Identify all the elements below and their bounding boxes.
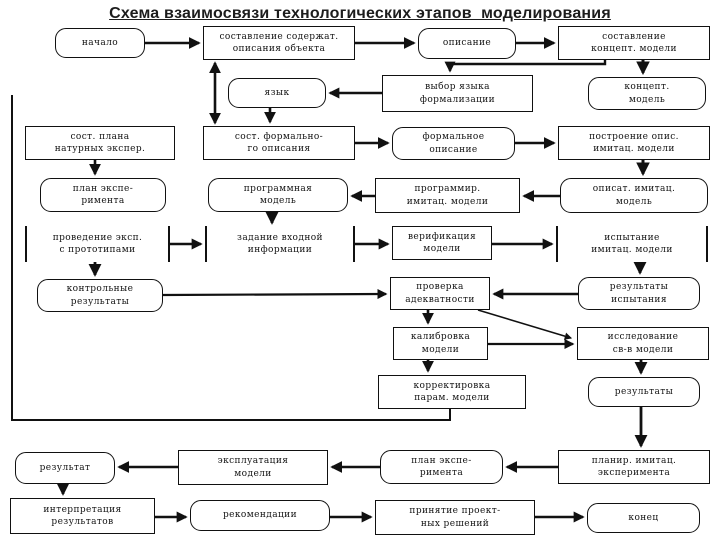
node-postroenie: построение опис. имитац. модели (558, 126, 710, 160)
node-opisat-imitats: описат. имитац. модель (560, 178, 708, 213)
node-sost-kontsept: составление концепт. модели (558, 26, 710, 60)
node-zadanie: задание входной информации (205, 226, 355, 262)
node-ekspluatatsiya: эксплуатация модели (178, 450, 328, 485)
node-kalibrovka: калибровка модели (393, 327, 488, 360)
node-programmnaya-model: программная модель (208, 178, 348, 212)
node-sost-soderzh: составление содержат. описания объекта (203, 26, 355, 60)
node-issledovanie: исследование св-в модели (577, 327, 709, 360)
feedback-korrektirovka-line (11, 95, 451, 421)
node-interpretatsiya: интерпретация результатов (10, 498, 155, 534)
node-sost-formalnogo: сост. формально- го описания (203, 126, 355, 160)
node-verifikatsiya: верификация модели (392, 226, 492, 260)
node-programmir: программир. имитац. модели (375, 178, 520, 213)
node-formalnoe-opisanie: формальное описание (392, 127, 515, 160)
node-sost-plana: сост. плана натурных экспер. (25, 126, 175, 160)
node-korrektirovka: корректировка парам. модели (378, 375, 526, 409)
node-provedenie: проведение эксп. с прототипами (25, 226, 170, 262)
arrow-kontrolnye-to-proverka (162, 288, 388, 300)
node-kontrolnye: контрольные результаты (37, 279, 163, 312)
node-proverka: проверка адекватности (390, 277, 490, 310)
node-rezultat: результат (15, 452, 115, 484)
page-title: Схема взаимосвязи технологических этапов… (109, 5, 611, 22)
node-opisanie: описание (418, 28, 516, 59)
node-planir: планир. имитац. эксперимента (558, 450, 710, 484)
node-yazyk: язык (228, 78, 326, 108)
node-prinyatie: принятие проект- ных решений (375, 500, 535, 535)
node-plan-experimenta-1: план экспе- римента (40, 178, 166, 212)
node-vybor-yazyka: выбор языка формализации (382, 75, 533, 112)
node-nachalo: начало (55, 28, 145, 58)
node-ispytanie: испытание имитац. модели (556, 226, 708, 262)
node-rezultaty: результаты (588, 377, 700, 407)
node-kontsept-model: концепт. модель (588, 77, 706, 110)
arrow-proverka-to-issledovanie-diagonal (477, 309, 573, 340)
node-rezultaty-ispytaniya: результаты испытания (578, 277, 700, 310)
node-rekomendatsii: рекомендации (190, 500, 330, 531)
node-konets: конец (587, 503, 700, 533)
node-plan-experimenta-2: план экспе- римента (380, 450, 503, 484)
arrow-sost-kontsept-to-vybor-yazyka (444, 60, 607, 73)
